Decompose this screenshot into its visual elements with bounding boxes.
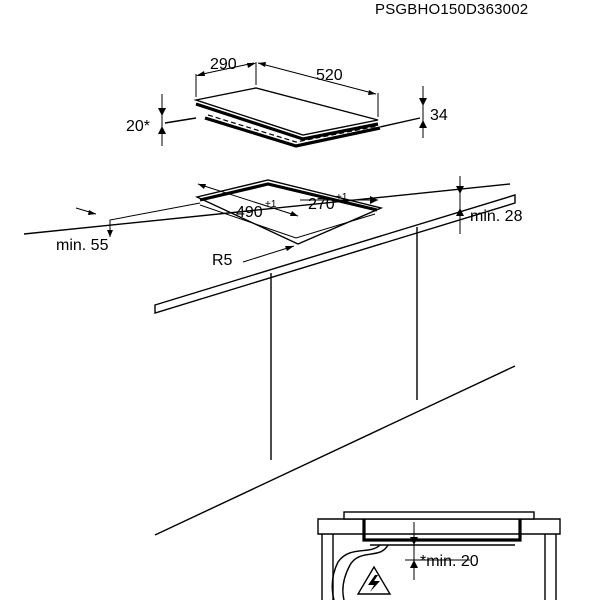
hob-top-surface <box>193 87 379 136</box>
detail-hob-body <box>362 519 522 542</box>
electric-warning-icon <box>356 565 392 595</box>
hob-unit <box>164 87 421 148</box>
cabinet-base <box>154 365 516 536</box>
dim-cutout-width: 490 +1 <box>197 183 299 221</box>
label-corner-radius: R5 <box>212 252 233 269</box>
dim-worktop-thickness: min. 28 <box>456 176 523 234</box>
hob-mount-line <box>164 117 421 128</box>
label-edge-distance: min. 55 <box>56 237 109 254</box>
hob-hidden-edge <box>207 114 379 143</box>
cutout-outline <box>194 179 384 245</box>
drawing-id: PSGBHO150D363002 <box>375 1 528 18</box>
dim-hob-depth: 290 <box>195 56 257 97</box>
dim-undercut-height: 20* <box>126 94 166 146</box>
detail-cable <box>342 544 389 600</box>
dim-hob-width: 520 <box>257 62 379 117</box>
worktop <box>23 183 516 314</box>
dim-edge-distance: min. 55 <box>56 202 201 254</box>
label-cutout-width-tol: +1 <box>265 199 277 210</box>
label-clearance-below: *min. 20 <box>420 553 479 570</box>
hob-top-front-edge <box>195 102 379 141</box>
label-worktop-thickness: min. 28 <box>470 208 523 225</box>
worktop-top-back <box>23 183 511 235</box>
dim-cutout-depth: 270 +1 <box>300 192 378 213</box>
label-cutout-depth: 270 <box>308 196 335 213</box>
worktop-front-edge <box>154 194 516 314</box>
cabinet <box>154 227 516 536</box>
cutout-inner-edge <box>199 182 378 212</box>
label-cutout-width: 490 <box>236 204 263 221</box>
cutout-wall <box>199 204 376 239</box>
label-hob-depth: 290 <box>210 56 237 73</box>
dim-hob-height: 34 <box>419 86 448 138</box>
hob-base <box>204 116 381 148</box>
label-hob-height: 34 <box>430 107 448 124</box>
detail-cable-outer <box>331 544 381 600</box>
label-undercut-height: 20* <box>126 118 150 135</box>
label-hob-width: 520 <box>316 67 343 84</box>
label-cutout-depth-tol: +1 <box>336 192 348 203</box>
dim-corner-radius: R5 <box>212 245 295 269</box>
detail-hob-glass <box>343 511 535 520</box>
section-detail: *min. 20 <box>317 511 561 600</box>
worktop-cutout <box>194 179 384 245</box>
detail-worktop <box>317 518 561 535</box>
